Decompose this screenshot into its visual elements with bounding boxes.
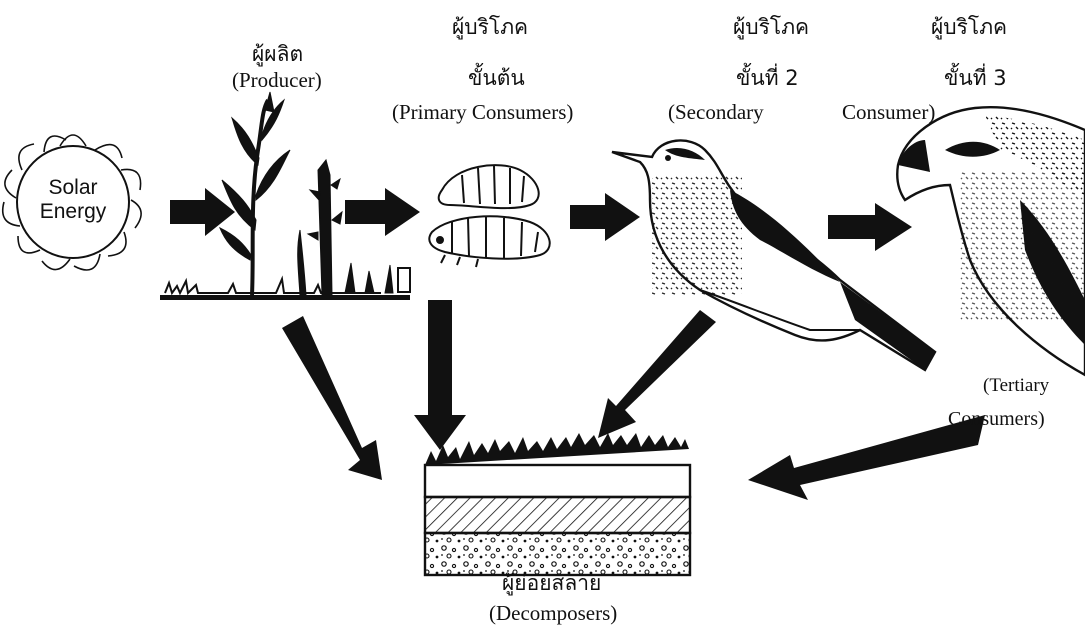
primary-eng-label: (Primary Consumers) [392, 100, 573, 124]
bird-illustration [612, 140, 935, 370]
caterpillar-illustration [429, 165, 549, 267]
arrow-sun-to-producer [170, 188, 235, 236]
decomposers-thai-label: ผู้ย่อยสลาย [502, 571, 601, 595]
tertiary-eng-label-1: (Tertiary [983, 375, 1049, 397]
primary-thai-label-2: ขั้นต้น [468, 66, 525, 90]
arrow-primary-to-decomposers [414, 300, 466, 450]
arrow-secondary-to-tertiary [828, 203, 912, 251]
tertiary-thai-label-2: ขั้นที่ 3 [944, 66, 1007, 90]
decomposers-eng-label: (Decomposers) [489, 601, 617, 625]
arrow-secondary-to-decomposers [598, 310, 716, 438]
decomposers-illustration [425, 433, 690, 575]
hawk-illustration [897, 107, 1085, 375]
arrow-primary-to-secondary [570, 193, 640, 241]
producer-eng-label: (Producer) [232, 68, 322, 92]
producer-thai-label: ผู้ผลิต [252, 42, 303, 66]
sun-label-line1: Solar [33, 176, 113, 200]
sun-label: Solar Energy [33, 176, 113, 224]
arrow-producer-to-decomposers [282, 316, 382, 480]
sun-label-line2: Energy [33, 200, 113, 224]
tertiary-thai-label-1: ผู้บริโภค [931, 15, 1007, 39]
secondary-thai-label-1: ผู้บริโภค [733, 15, 809, 39]
secondary-thai-label-2: ขั้นที่ 2 [736, 66, 799, 90]
secondary-eng-label-b: Consumer) [842, 100, 935, 124]
primary-thai-label-1: ผู้บริโภค [452, 15, 528, 39]
producer-illustration [160, 92, 410, 300]
secondary-eng-label-a: (Secondary [668, 100, 764, 124]
arrow-producer-to-primary [345, 188, 420, 236]
tertiary-eng-label-2: Consumers) [948, 408, 1045, 431]
